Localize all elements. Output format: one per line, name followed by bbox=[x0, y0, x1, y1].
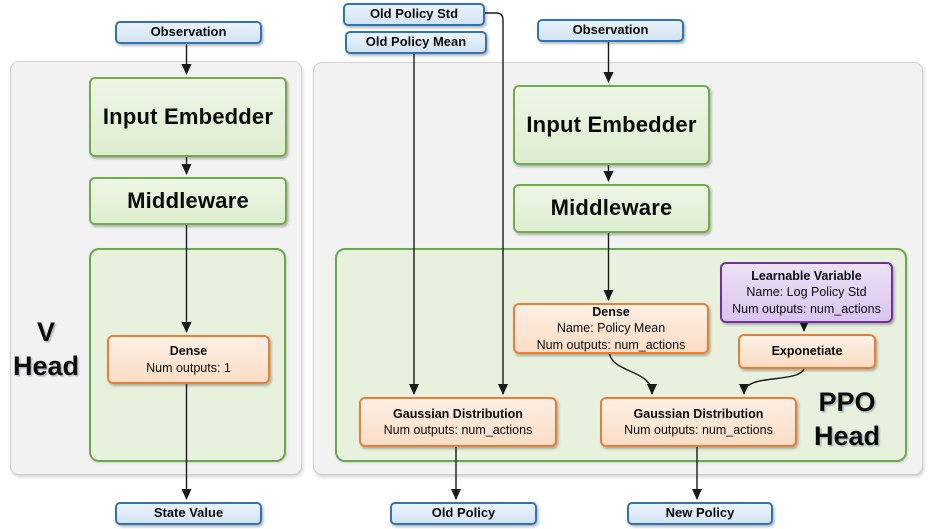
exponetiate-label: Exponetiate bbox=[771, 344, 843, 359]
middleware-label-left: Middleware bbox=[127, 187, 249, 213]
gaussian-new-title: Gaussian Distribution bbox=[633, 406, 764, 421]
old-policy-mean-node: Old Policy Mean bbox=[345, 31, 487, 54]
learnable-variable-node: Learnable Variable Name: Log Policy Std … bbox=[720, 262, 893, 323]
old-policy-label: Old Policy bbox=[431, 505, 496, 521]
new-policy-node: New Policy bbox=[627, 502, 773, 525]
dense-node-v: Dense Num outputs: 1 bbox=[107, 335, 270, 384]
gaussian-new-outputs: Num outputs: num_actions bbox=[624, 423, 773, 437]
observation-label-left: Observation bbox=[150, 24, 227, 40]
dense-outputs-v: Num outputs: 1 bbox=[146, 360, 231, 375]
input-embedder-node-right: Input Embedder bbox=[513, 85, 710, 165]
learnable-variable-title: Learnable Variable bbox=[751, 269, 862, 284]
ppo-head-label: PPO Head bbox=[797, 386, 897, 454]
ppo-head-label-line2: Head bbox=[813, 420, 881, 451]
old-policy-node: Old Policy bbox=[390, 502, 537, 525]
old-policy-std-label: Old Policy Std bbox=[369, 6, 459, 22]
middleware-node-right: Middleware bbox=[513, 184, 710, 233]
observation-node-left: Observation bbox=[115, 21, 262, 44]
observation-label-right: Observation bbox=[572, 22, 649, 38]
new-policy-label: New Policy bbox=[665, 505, 735, 521]
dense-name-ppo: Name: Policy Mean bbox=[556, 321, 666, 336]
middleware-label-right: Middleware bbox=[550, 195, 673, 221]
state-value-node: State Value bbox=[115, 502, 262, 525]
middleware-node-left: Middleware bbox=[89, 177, 287, 225]
arrow-old-policy-std-to-gaussian bbox=[481, 12, 508, 395]
dense-title-v: Dense bbox=[169, 344, 208, 359]
dense-outputs-ppo: Num outputs: num_actions bbox=[536, 337, 686, 352]
input-embedder-label-right: Input Embedder bbox=[526, 111, 697, 137]
learnable-variable-outputs: Num outputs: num_actions bbox=[732, 301, 881, 316]
ppo-head-label-line1: PPO bbox=[818, 387, 876, 417]
exponetiate-node: Exponetiate bbox=[738, 334, 876, 369]
state-value-label: State Value bbox=[153, 505, 224, 521]
v-head-label-line2: Head bbox=[12, 350, 80, 381]
gaussian-old-title: Gaussian Distribution bbox=[393, 406, 523, 421]
old-policy-std-node: Old Policy Std bbox=[343, 3, 485, 26]
gaussian-old-outputs: Num outputs: num_actions bbox=[383, 423, 533, 437]
arrow-exponetiate-to-gaussian-new bbox=[739, 364, 806, 395]
v-head-label-line1: V bbox=[36, 317, 55, 347]
input-embedder-label-left: Input Embedder bbox=[102, 103, 274, 129]
dense-title-ppo: Dense bbox=[592, 305, 630, 320]
learnable-variable-name: Name: Log Policy Std bbox=[746, 285, 867, 300]
input-embedder-node-left: Input Embedder bbox=[89, 77, 287, 157]
dense-node-ppo: Dense Name: Policy Mean Num outputs: num… bbox=[513, 303, 709, 354]
observation-node-right: Observation bbox=[537, 19, 684, 42]
v-head-label: V Head bbox=[9, 316, 83, 384]
arrow-dense-to-gaussian-new bbox=[608, 349, 657, 395]
gaussian-distribution-node-new: Gaussian Distribution Num outputs: num_a… bbox=[600, 397, 797, 447]
old-policy-mean-label: Old Policy Mean bbox=[365, 34, 467, 50]
gaussian-distribution-node-old: Gaussian Distribution Num outputs: num_a… bbox=[359, 397, 557, 447]
